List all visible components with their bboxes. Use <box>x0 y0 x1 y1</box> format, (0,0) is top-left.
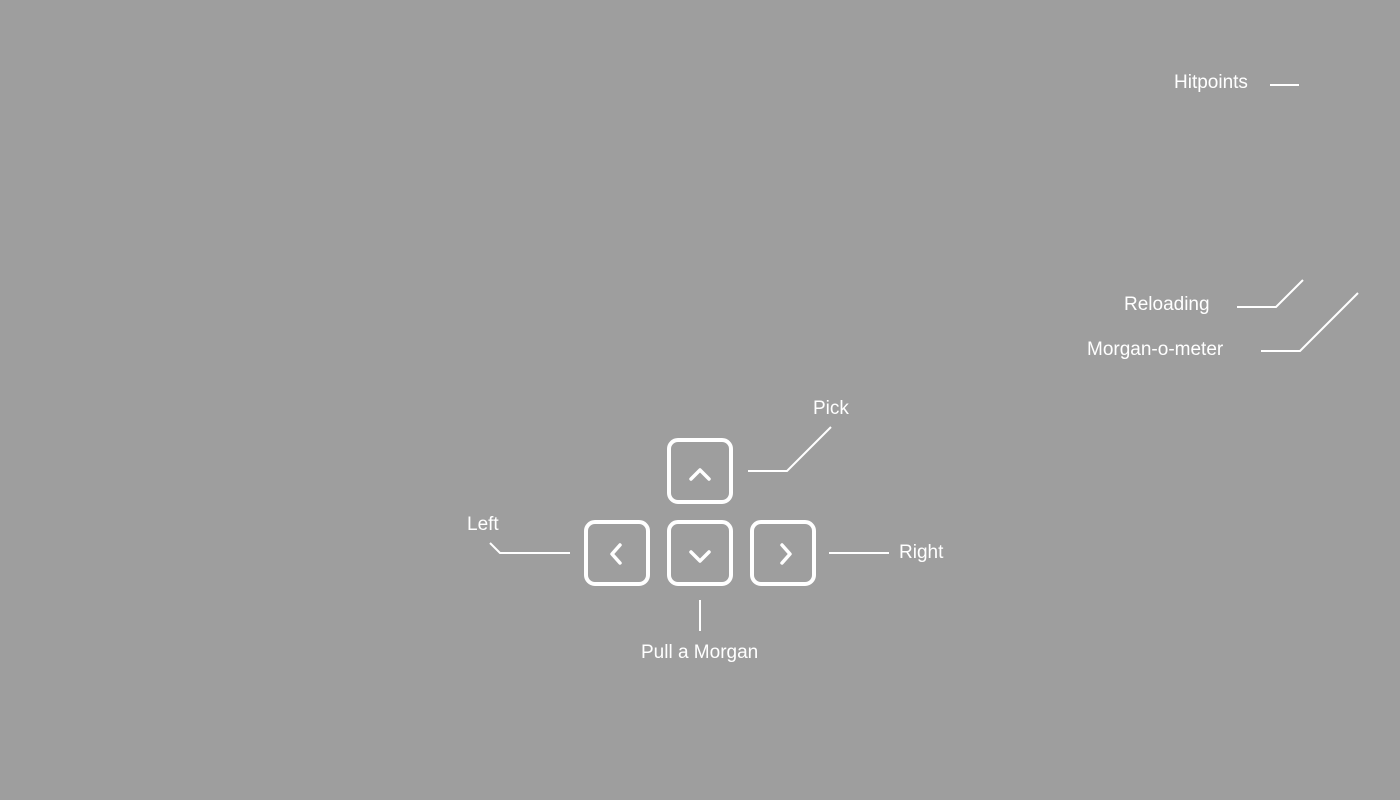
arrow-right-key[interactable] <box>750 520 816 586</box>
pick-leader-line <box>748 426 832 472</box>
arrow-down-key[interactable] <box>667 520 733 586</box>
meter-leader-line <box>1261 292 1359 352</box>
pull-a-morgan-label: Pull a Morgan <box>641 642 759 663</box>
left-label: Left <box>467 514 499 535</box>
arrow-left-key[interactable] <box>584 520 650 586</box>
hitpoints-label: Hitpoints <box>1174 72 1248 93</box>
reloading-leader-line <box>1237 279 1304 308</box>
chevron-right-icon <box>780 543 792 565</box>
pick-label: Pick <box>813 398 849 419</box>
morgan-o-meter-label: Morgan-o-meter <box>1087 339 1224 360</box>
arrow-up-key[interactable] <box>667 438 733 504</box>
right-label: Right <box>899 542 944 563</box>
chevron-down-icon <box>689 550 711 563</box>
left-leader-line <box>489 542 570 554</box>
chevron-left-icon <box>610 543 622 565</box>
chevron-up-icon <box>689 468 711 481</box>
reloading-label: Reloading <box>1124 294 1210 315</box>
